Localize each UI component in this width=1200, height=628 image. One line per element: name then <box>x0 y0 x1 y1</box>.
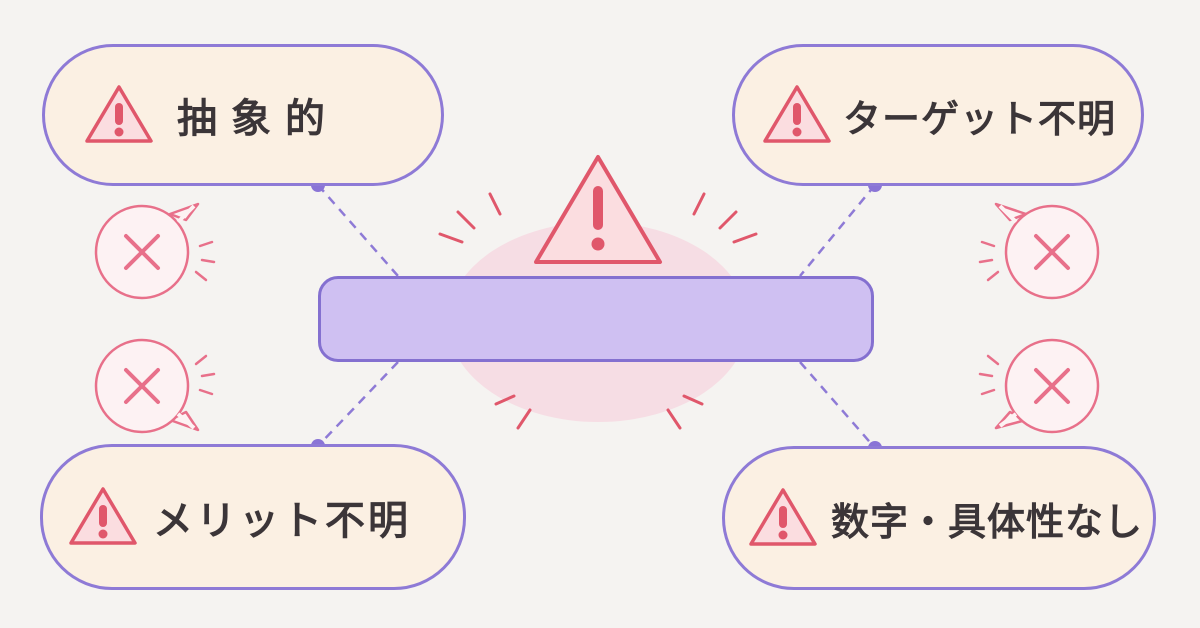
cross-callout-bottom-left <box>94 338 216 434</box>
warning-triangle-icon <box>749 488 817 546</box>
issue-pill-top-right: ターゲット不明 <box>732 44 1144 186</box>
issue-pill-bottom-left: メリット不明 <box>40 444 466 590</box>
cross-callout-top-right <box>978 202 1100 300</box>
issue-label: メリット不明 <box>153 498 411 544</box>
issue-pill-top-left: 抽象的 <box>42 44 444 186</box>
warning-triangle-icon <box>85 85 153 143</box>
cross-callout-bottom-right <box>978 338 1100 434</box>
issue-label: 抽象的 <box>177 96 339 142</box>
issue-label: ターゲット不明 <box>843 96 1117 141</box>
issue-label: 数字・具体性なし <box>831 499 1144 544</box>
connector-top-left <box>317 184 399 277</box>
warning-triangle-icon <box>763 85 831 143</box>
emphasis-rays <box>438 192 758 430</box>
warning-triangle-icon <box>69 487 137 545</box>
connector-top-right <box>799 184 876 277</box>
center-blank-bar <box>318 276 874 362</box>
connector-bottom-left <box>317 361 399 447</box>
connector-bottom-right <box>799 361 876 449</box>
cross-callout-top-left <box>94 202 216 300</box>
issue-pill-bottom-right: 数字・具体性なし <box>722 446 1156 590</box>
center-warning-icon <box>534 155 662 264</box>
